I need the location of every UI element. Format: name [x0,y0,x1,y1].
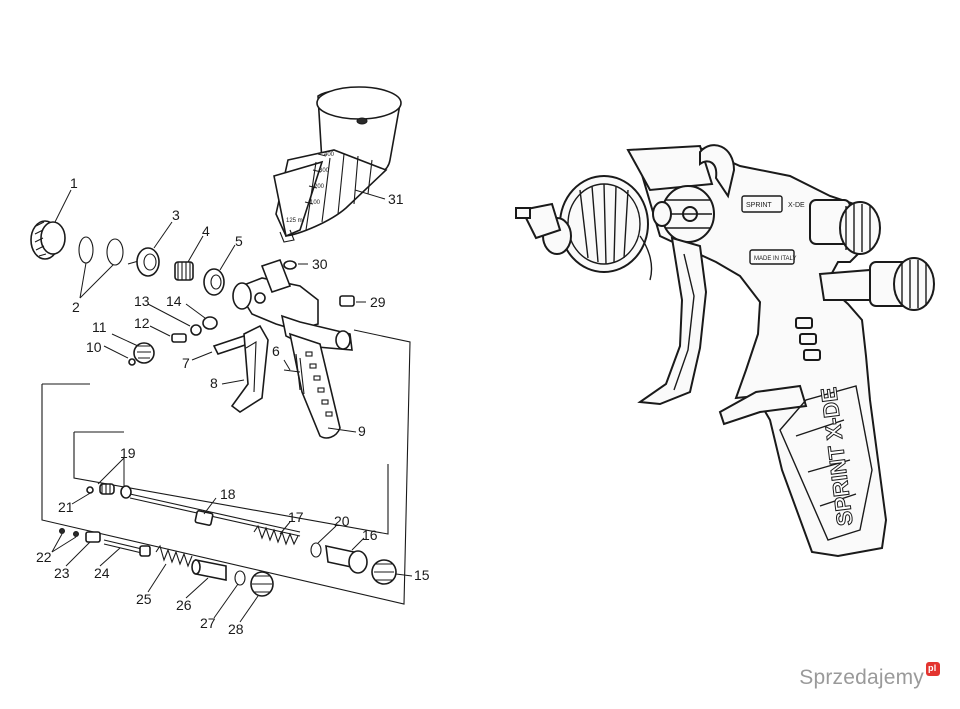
cup-mark-3: 200 [314,184,325,190]
part-20-ring [310,525,337,558]
part-label-9: 9 [358,423,366,439]
part-label-28: 28 [228,621,244,637]
assembled-spray-gun: SPRINT X-DE SPRINT MADE IN ITALY X-DE [515,144,935,558]
gun-fan-knob [652,185,715,243]
part-16-body [325,537,368,574]
part-label-7: 7 [182,355,190,371]
part-31-paint-cup [273,86,402,243]
part-label-18: 18 [220,486,236,502]
part-12-valve [149,325,187,343]
exploded-view: 400 300 200 100 125 ml 1 2 3 4 5 6 7 8 9… [30,86,430,637]
part-label-29: 29 [370,294,386,310]
part-label-17: 17 [288,509,304,525]
part-label-31: 31 [388,191,404,207]
part-label-1: 1 [70,175,78,191]
gun-air-cap [515,175,649,273]
cup-mark-5: 125 ml [286,218,304,224]
cup-mark-2: 300 [319,168,330,174]
part-5-seal-ring [203,244,236,296]
gun-label-origin: MADE IN ITALY [754,256,796,262]
gun-pressure-knob [809,199,881,255]
part-label-24: 24 [94,565,110,581]
part-label-8: 8 [210,375,218,391]
exploded-gun-body [232,258,353,439]
part-30-cap [283,260,308,270]
cup-scale-marks: 400 300 200 100 125 ml [286,152,335,224]
part-label-15: 15 [414,567,430,583]
part-label-14: 14 [166,293,182,309]
gun-material-knob [818,257,935,311]
part-number-labels: 1 2 3 4 5 6 7 8 9 10 11 12 13 14 15 16 1… [36,175,430,637]
part-8-trigger [221,324,269,413]
part-label-2: 2 [72,299,80,315]
gun-label-brand: SPRINT [746,202,772,209]
part-label-11: 11 [92,319,107,335]
part-15-knob [371,559,413,585]
gun-body-labels: SPRINT MADE IN ITALY X-DE [741,195,805,265]
part-label-26: 26 [176,597,192,613]
part-label-20: 20 [334,513,350,529]
part-9-leader [327,427,357,433]
gun-label-model: X-DE [788,202,805,209]
part-3-nozzle [127,221,173,277]
part-label-16: 16 [362,527,378,543]
cup-mark-4: 100 [310,200,321,206]
part-label-27: 27 [200,615,216,631]
part-label-13: 13 [134,293,150,309]
part-label-10: 10 [86,339,102,355]
part-6-pin [283,359,301,373]
cup-mark-1: 400 [324,152,335,158]
part-13-14-fittings [147,303,218,336]
part-29-plug [339,295,366,307]
internal-parts-frame [41,329,411,605]
part-10-11-adjuster [103,333,155,366]
part-label-4: 4 [202,223,210,239]
part-label-25: 25 [136,591,152,607]
part-label-12: 12 [134,315,150,331]
watermark-badge: pl [926,662,940,676]
part-label-30: 30 [312,256,328,272]
needle-assembly [71,457,301,537]
lower-row-parts [51,528,274,623]
part-label-22: 22 [36,549,52,565]
part-7-screw [191,335,250,361]
part-2-rings [78,236,124,299]
part-label-6: 6 [272,343,280,359]
part-label-23: 23 [54,565,70,581]
part-label-3: 3 [172,207,180,223]
part-4-diffuser [174,235,204,281]
part-label-19: 19 [120,445,136,461]
part-17-spring [253,521,299,546]
part-label-21: 21 [58,499,74,515]
part-label-5: 5 [235,233,243,249]
gun-trigger [637,236,708,406]
part-1-air-cap [30,189,72,260]
